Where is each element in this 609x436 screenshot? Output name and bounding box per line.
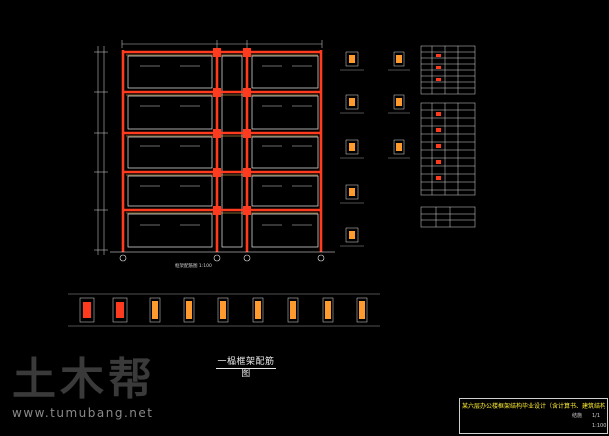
beams — [122, 50, 322, 212]
bay-outlines — [127, 55, 319, 248]
joint-blocks — [213, 48, 251, 215]
frame-label: 框架配筋图 1:100 — [175, 262, 212, 269]
left-dimension-line — [94, 46, 108, 255]
rebar-annotations — [140, 65, 312, 226]
drawing-caption: 一榀框架配筋图 — [216, 357, 276, 379]
rebar-schedule-table-3 — [420, 206, 476, 228]
rebar-schedule-table-1 — [420, 45, 476, 95]
title-block-scale: 1:100 — [592, 423, 607, 429]
rebar-schedule-table-2-marks — [436, 112, 441, 180]
frame-elevation: 框架配筋图 1:100 — [94, 40, 335, 269]
columns — [121, 50, 323, 252]
column-section-details — [340, 51, 410, 247]
beam-rebar — [126, 54, 318, 214]
title-block: 某六层办公楼框架结构毕业设计（含计算书、建筑结构图） 结施 1/1 1:100 — [459, 398, 608, 434]
top-dimension-line — [121, 40, 323, 48]
watermark-logo: 土木帮 — [12, 354, 156, 405]
rebar-schedule-table-1-marks — [436, 54, 441, 81]
title-block-title: 某六层办公楼框架结构毕业设计（含计算书、建筑结构图） — [462, 403, 605, 410]
title-block-drawing-no: 结施 — [572, 413, 583, 419]
beam-section-row — [68, 293, 380, 327]
rebar-schedule-table-2 — [420, 102, 476, 196]
axis-bubbles — [119, 254, 325, 262]
watermark-url: www.tumubang.net — [12, 406, 154, 420]
title-block-sheet: 1/1 — [592, 413, 601, 419]
